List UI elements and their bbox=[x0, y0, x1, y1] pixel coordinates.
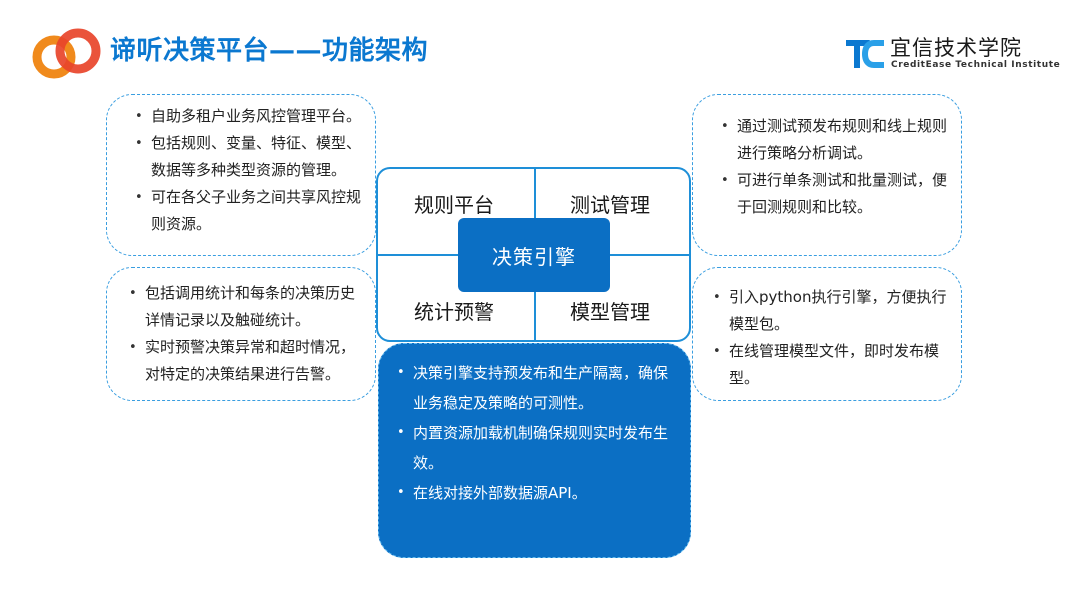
decision-engine-core: 决策引擎 bbox=[458, 218, 610, 292]
list-item: 在线管理模型文件，即时发布模型。 bbox=[707, 338, 953, 392]
decision-engine-notes: 决策引擎支持预发布和生产隔离，确保业务稳定及策略的可测性。 内置资源加载机制确保… bbox=[378, 343, 691, 558]
list-item: 通过测试预发布规则和线上规则进行策略分析调试。 bbox=[715, 113, 953, 167]
list-item: 自助多租户业务风控管理平台。 bbox=[129, 103, 367, 130]
quadrant-statistics-alert: 统计预警 bbox=[414, 300, 494, 324]
brand-name-en: CreditEase Technical Institute bbox=[891, 60, 1061, 70]
list-item: 引入python执行引擎，方便执行模型包。 bbox=[707, 284, 953, 338]
list-item: 内置资源加载机制确保规则实时发布生效。 bbox=[391, 418, 678, 478]
tc-monogram-icon bbox=[846, 40, 884, 68]
test-management-notes: 通过测试预发布规则和线上规则进行策略分析调试。 可进行单条测试和批量测试，便于回… bbox=[692, 94, 962, 256]
list-item: 可进行单条测试和批量测试，便于回测规则和比较。 bbox=[715, 167, 953, 221]
list-item: 包括调用统计和每条的决策历史详情记录以及触碰统计。 bbox=[123, 280, 367, 334]
page-title: 谛听决策平台——功能架构 bbox=[110, 36, 429, 66]
list-item: 实时预警决策异常和超时情况，对特定的决策结果进行告警。 bbox=[123, 334, 367, 388]
list-item: 在线对接外部数据源API。 bbox=[391, 478, 678, 508]
quadrant-model-management: 模型管理 bbox=[570, 300, 650, 324]
quadrant-rule-platform: 规则平台 bbox=[414, 193, 494, 217]
list-item: 可在各父子业务之间共享风控规则资源。 bbox=[129, 184, 367, 238]
brand-logo: 宜信技术学院 CreditEase Technical Institute bbox=[842, 30, 1060, 74]
list-item: 包括规则、变量、特征、模型、数据等多种类型资源的管理。 bbox=[129, 130, 367, 184]
rule-platform-notes: 自助多租户业务风控管理平台。 包括规则、变量、特征、模型、数据等多种类型资源的管… bbox=[106, 94, 376, 256]
list-item: 决策引擎支持预发布和生产隔离，确保业务稳定及策略的可测性。 bbox=[391, 358, 678, 418]
brand-name-cn: 宜信技术学院 bbox=[890, 36, 1022, 60]
statistics-alert-notes: 包括调用统计和每条的决策历史详情记录以及触碰统计。 实时预警决策异常和超时情况，… bbox=[106, 267, 376, 401]
model-management-notes: 引入python执行引擎，方便执行模型包。 在线管理模型文件，即时发布模型。 bbox=[692, 267, 962, 401]
overlapping-rings-logo bbox=[32, 28, 101, 79]
quadrant-test-management: 测试管理 bbox=[570, 193, 650, 217]
